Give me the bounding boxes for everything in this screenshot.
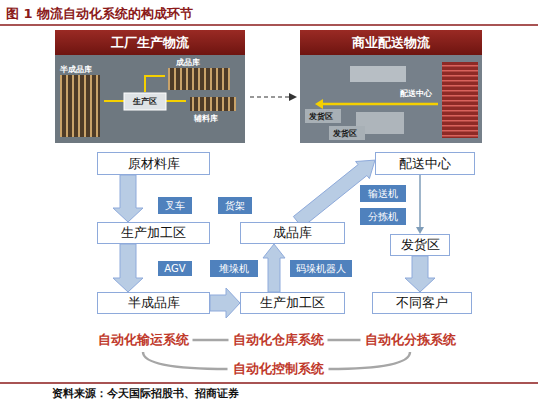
block-arrow [263,244,285,292]
floor-patch [305,109,341,123]
system-link [193,339,229,342]
system-label: 自动化控制系统 [232,360,325,378]
title-rule [0,24,538,26]
dashed-arrow-head [289,93,297,101]
node-text: 不同客户 [396,294,448,312]
process-box: 配送中心 [375,152,475,175]
node-text: 发货区 [401,236,440,254]
process-box: 不同客户 [372,292,472,314]
block-arrow [113,175,143,222]
block-arrow [405,256,435,292]
arrow-head [416,227,424,234]
node-text: 配送中心 [399,155,451,173]
equipment-tag: 堆垛机 [210,260,258,277]
node-text: 分拣机 [368,210,398,224]
photo-label: 半成品库 [60,64,92,75]
process-box: 生产加工区 [240,292,345,314]
shelf [168,68,230,90]
equipment-tag: 叉车 [158,197,192,214]
source-caption: 资料来源：今天国际招股书、招商证券 [52,387,239,401]
photo-label: 辅料库 [194,113,218,124]
system-link [329,352,411,369]
node-text: 成品库 [273,224,312,242]
node-text: 半成品库 [128,294,180,312]
section-header: 商业配送物流 [300,30,482,55]
figure-title: 图 1 物流自动化系统的构成环节 [6,5,193,23]
photo-label: 生产区 [133,96,157,107]
distribution-photo [300,55,482,143]
system-label: 自动化输运系统 [97,331,190,349]
node-text: 生产加工区 [121,224,186,242]
process-box: 发货区 [390,234,450,256]
photo-label: 配送中心 [400,88,432,99]
photo-label: 发货区 [309,111,333,122]
process-box: 成品库 [240,222,345,244]
zone-plate [124,93,166,110]
system-link [143,352,228,369]
node-text: AGV [164,263,185,274]
process-box: 半成品库 [97,292,210,314]
process-box: 生产加工区 [97,222,210,244]
node-text: 叉车 [165,199,185,213]
floor-patch [329,126,365,140]
floor-line [322,103,438,106]
caption-rule [0,382,538,384]
system-label: 自动化分拣系统 [364,331,457,349]
block-arrow [210,288,240,318]
node-text: 生产加工区 [260,294,325,312]
shelf [60,75,100,137]
node-text: 输送机 [368,187,398,201]
process-box: 原材料库 [97,152,210,175]
connector-line [419,175,421,228]
node-text: 商业配送物流 [352,34,430,52]
node-text: 码垛机器人 [296,262,346,276]
equipment-tag: 输送机 [360,185,406,202]
node-text: 堆垛机 [219,262,249,276]
equipment-tag: 货架 [218,197,252,214]
equipment-tag: AGV [158,261,192,276]
block-arrow [113,244,143,292]
equipment-tag: 码垛机器人 [290,260,352,277]
section-header: 工厂生产物流 [55,30,245,55]
node-text: 货架 [225,199,245,213]
photo-label: 发货区 [333,128,357,139]
system-label: 自动化仓库系统 [232,331,325,349]
node-text: 原材料库 [128,155,180,173]
node-text: 工厂生产物流 [111,34,189,52]
dashed-arrow [250,96,289,97]
system-link [328,339,361,342]
rack [350,66,406,82]
shelf [190,97,236,111]
shelf [442,62,478,138]
flow-connector [416,175,424,234]
floor-arrow [315,99,323,109]
equipment-tag: 分拣机 [360,208,406,225]
factory-photo [55,55,245,143]
photo-label: 成品库 [176,57,200,68]
